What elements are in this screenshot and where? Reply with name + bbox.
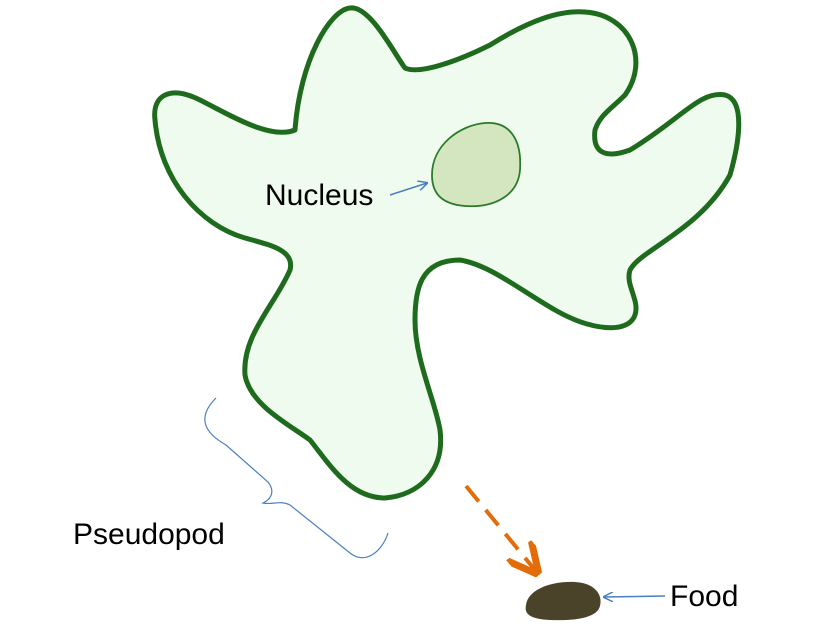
nucleus-shape [431,122,522,208]
nucleus-pointer-arrow [389,183,427,196]
movement-arrow [464,484,535,570]
pseudopod-label: Pseudopod [73,518,225,551]
amoeba-cell-membrane [152,5,742,501]
pseudopod-bracket [204,397,389,559]
food-pointer-arrow [604,596,666,597]
food-label: Food [670,580,738,613]
food-particle [525,581,601,621]
nucleus-label: Nucleus [265,179,373,212]
